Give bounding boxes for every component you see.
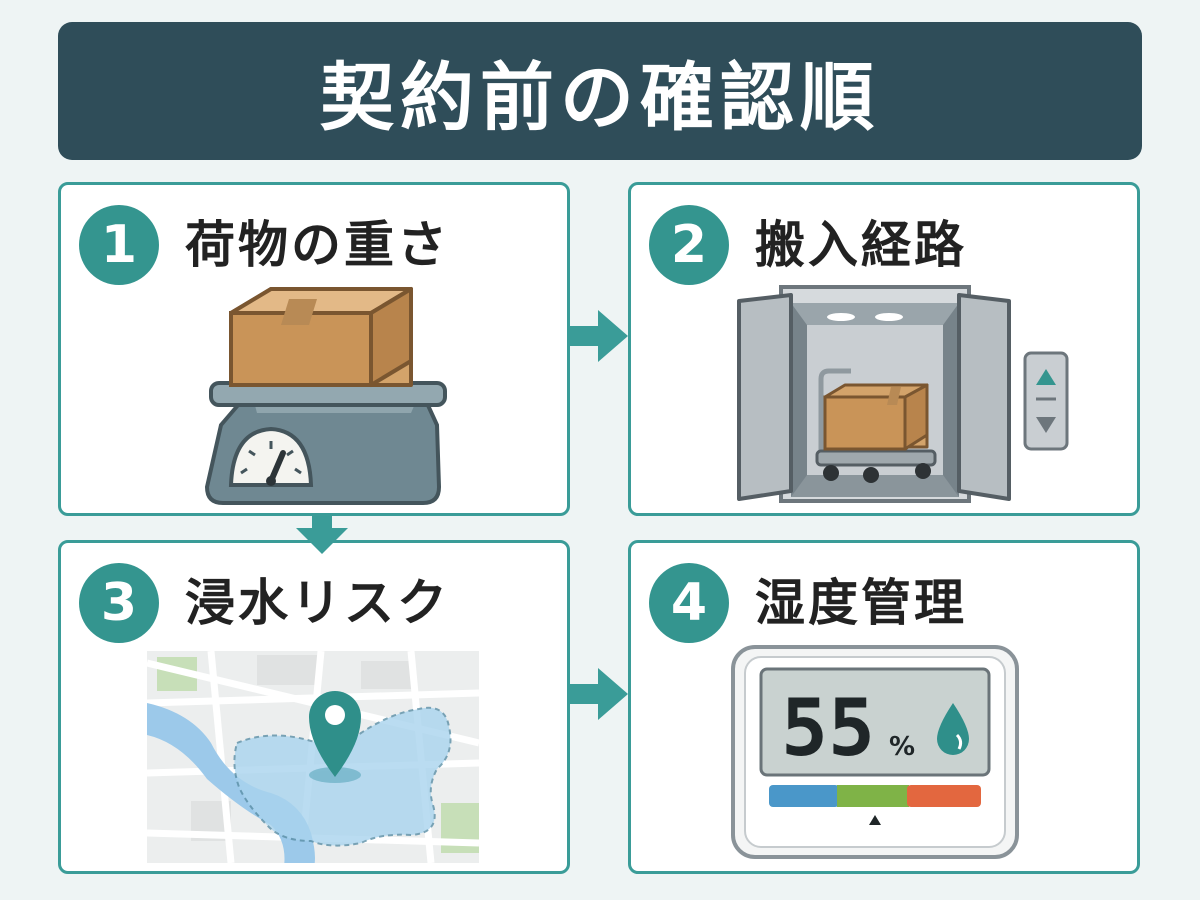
humidity-value: 55 (781, 684, 875, 774)
step-title: 搬入経路 (755, 216, 967, 274)
arrow-right-icon (570, 668, 628, 720)
page-title: 契約前の確認順 (320, 54, 880, 141)
box-on-scale-icon (204, 287, 447, 505)
step-card-3: 3 浸水リスク (58, 540, 570, 874)
hygrometer-icon: 55 % (731, 645, 1019, 859)
step-title: 荷物の重さ (185, 216, 450, 274)
step-number-badge: 3 (79, 563, 159, 643)
arrow-down-icon (296, 514, 348, 554)
step-card-4: 4 湿度管理 55 % (628, 540, 1140, 874)
title-bar: 契約前の確認順 (58, 22, 1142, 160)
step-number-badge: 1 (79, 205, 159, 285)
elevator-with-cart-icon (737, 285, 1069, 503)
humidity-unit: % (889, 732, 915, 762)
step-number-badge: 2 (649, 205, 729, 285)
step-title: 浸水リスク (185, 574, 450, 632)
arrow-right-icon (570, 310, 628, 362)
step-title: 湿度管理 (755, 574, 967, 632)
step-number-badge: 4 (649, 563, 729, 643)
step-card-1: 1 荷物の重さ (58, 182, 570, 516)
step-card-2: 2 搬入経路 (628, 182, 1140, 516)
flood-map-pin-icon (147, 651, 479, 863)
